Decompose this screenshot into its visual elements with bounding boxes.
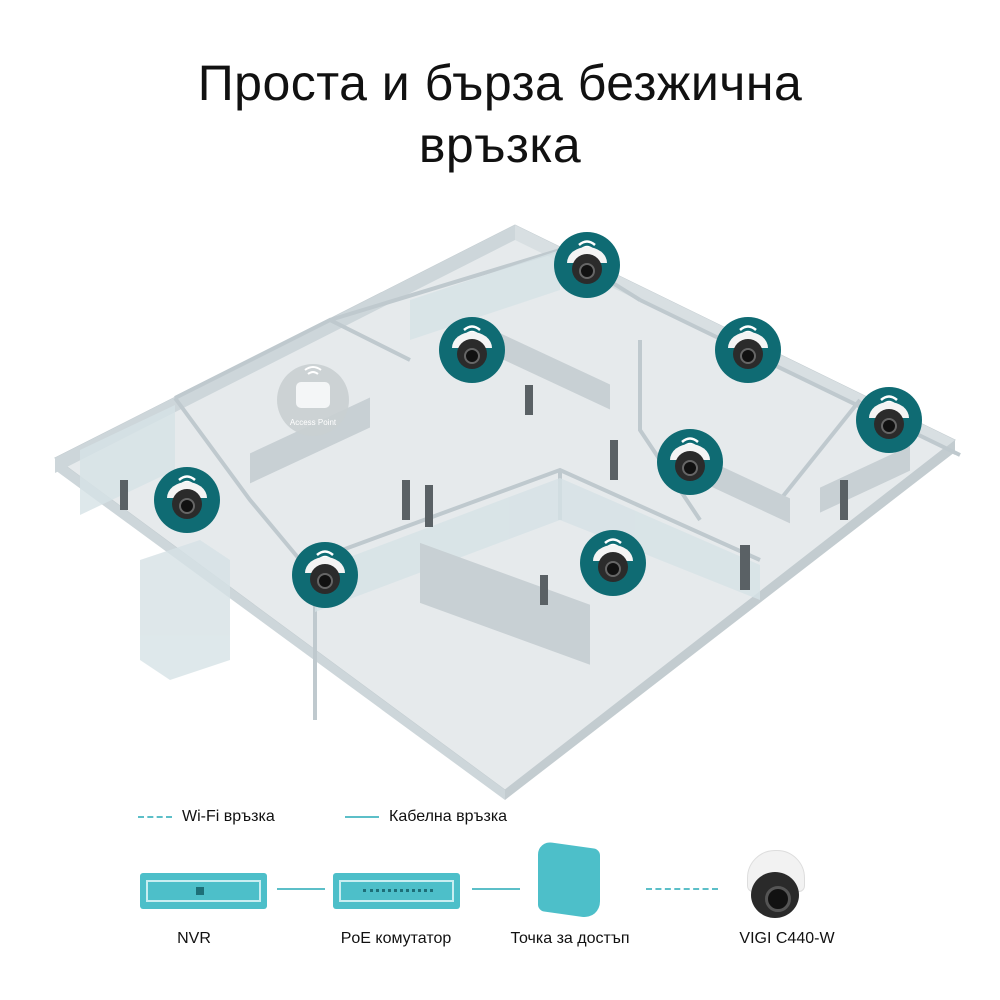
legend-cable: Кабелна връзка [345,808,507,826]
vigi-camera-icon [745,850,805,920]
legend-cable-label: Кабелна връзка [389,808,508,825]
dome-camera-icon [728,332,768,369]
glass-rooms [80,250,760,680]
cable-link [472,888,520,890]
wifi-link [646,888,718,890]
dome-camera-icon [593,545,633,582]
camera-badge [292,542,358,608]
camera-badge [439,317,505,383]
access-point-label: Access Point [290,418,337,427]
device-label-nvr: NVR [177,930,211,947]
wifi-icon [304,366,322,375]
device-label-poe-switch: PoE комутатор [340,930,452,947]
access-point-marker: Access Point [277,364,349,436]
nvr-icon [140,873,267,909]
access-point-device-icon [538,840,600,920]
people [120,385,848,605]
dome-camera-icon [167,482,207,519]
legend-wifi: Wi-Fi връзка [138,808,275,826]
page-title: Проста и бърза безжична връзка [0,52,1000,176]
dome-camera-icon [305,557,345,594]
dome-camera-icon [452,332,492,369]
dome-camera-icon [869,402,909,439]
access-point-icon [296,382,330,408]
office-floor-plan: Access Point [54,224,961,800]
camera-badge [715,317,781,383]
device-label-camera: VIGI C440-W [739,930,835,947]
poe-switch-icon [333,873,460,909]
device-label-access-point: Точка за достъп [510,930,630,947]
title-line-2: връзка [418,117,582,173]
legend-wifi-label: Wi-Fi връзка [182,808,275,825]
camera-badge [154,467,220,533]
camera-badge [554,232,620,298]
camera-badge [856,387,922,453]
cable-link [277,888,325,890]
dashed-line-icon [138,816,172,818]
dome-camera-icon [670,444,710,481]
camera-badge [580,530,646,596]
camera-badge [657,429,723,495]
dome-camera-icon [567,247,607,284]
solid-line-icon [345,816,379,818]
title-line-1: Проста и бърза безжична [197,55,803,111]
